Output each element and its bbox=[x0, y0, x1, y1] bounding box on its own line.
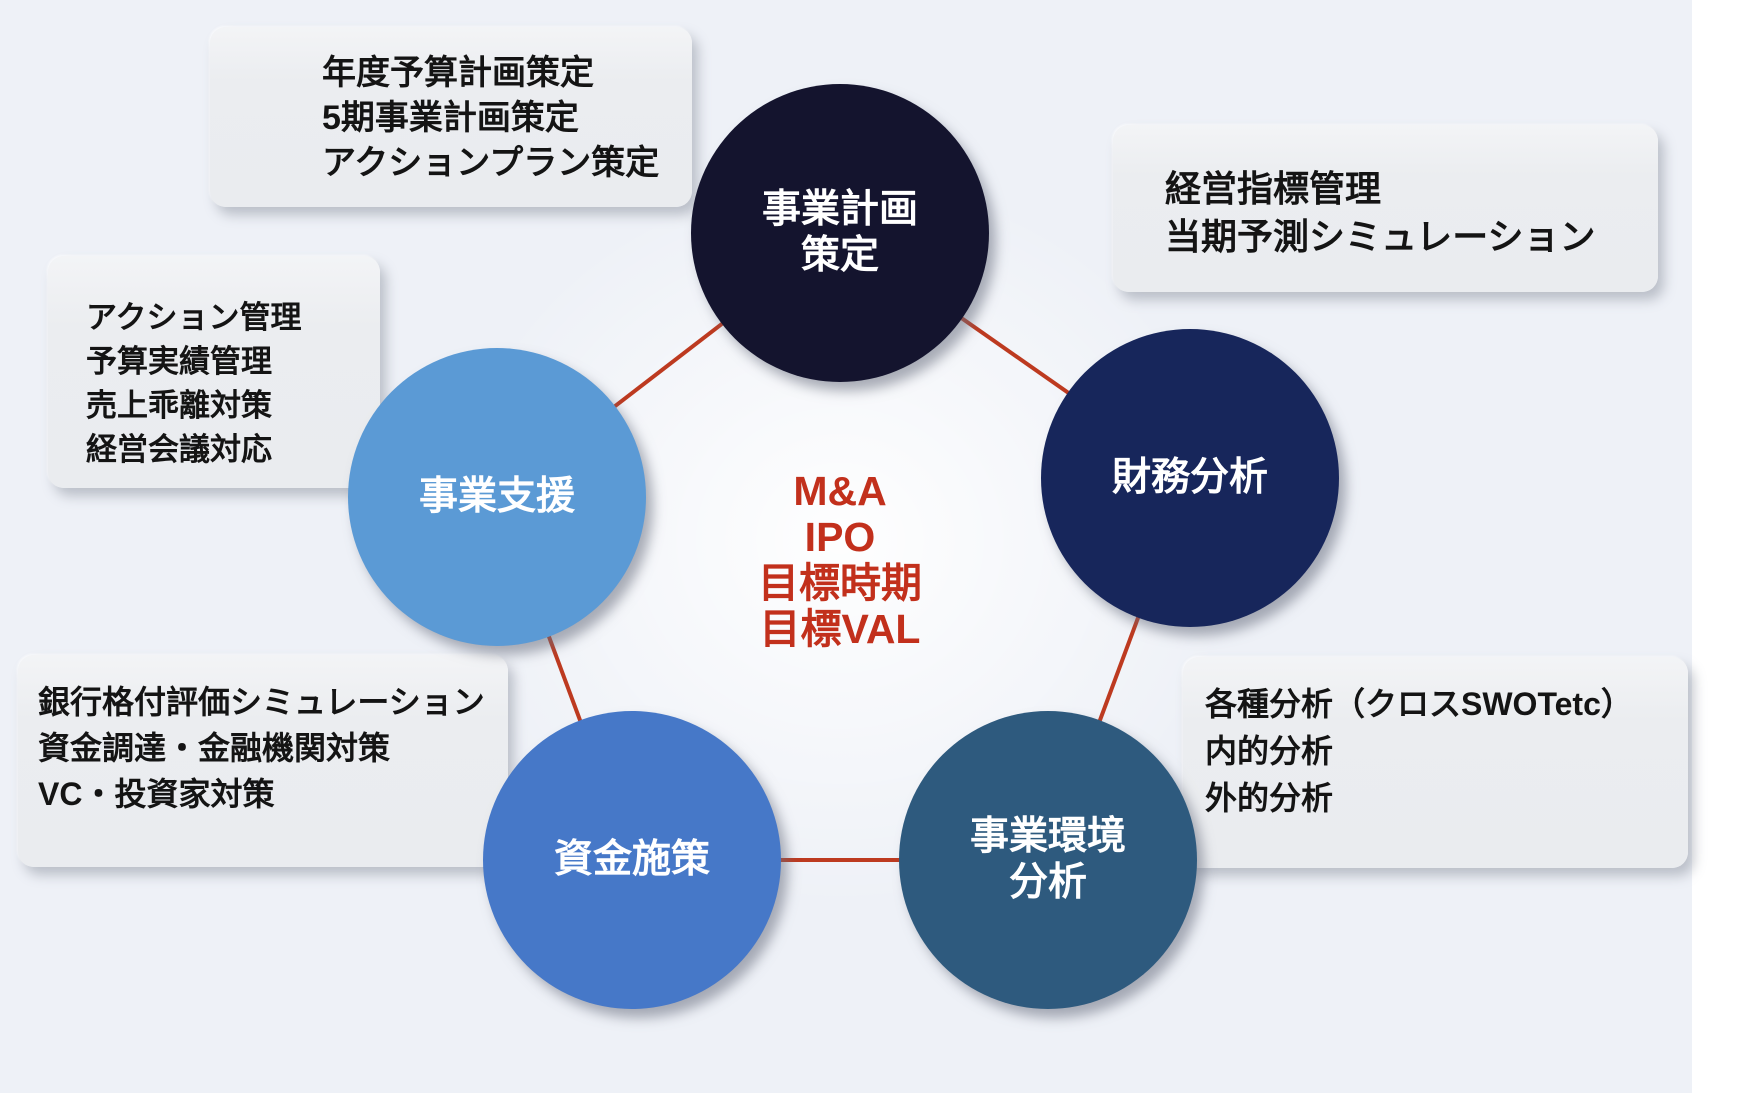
callout-line: 当期予測シミュレーション bbox=[1165, 216, 1596, 257]
callout-line: 各種分析（クロスSWOTetc） bbox=[1205, 686, 1633, 722]
callout-line: 経営指標管理 bbox=[1165, 168, 1382, 209]
callout-line: VC・投資家対策 bbox=[38, 776, 275, 812]
node-label-line: 分析 bbox=[1008, 861, 1087, 904]
callout-business-environment-analysis: 各種分析（クロスSWOTetc） 内的分析 外的分析 bbox=[1183, 657, 1688, 868]
callout-financial-analysis: 経営指標管理 当期予測シミュレーション bbox=[1113, 125, 1658, 292]
node-label: 財務分析 bbox=[1112, 455, 1268, 501]
callout-line: アクションプラン策定 bbox=[322, 144, 660, 182]
callout-line: 外的分析 bbox=[1205, 780, 1334, 816]
center-goal-line: 目標VAL bbox=[759, 606, 921, 652]
callout-line: 銀行格付評価シミュレーション bbox=[38, 684, 485, 720]
callout-line: 資金調達・金融機関対策 bbox=[38, 730, 391, 766]
node-business-environment-analysis: 事業環境 分析 bbox=[899, 711, 1197, 1009]
node-business-support: 事業支援 bbox=[348, 348, 646, 646]
callout-line: 経営会議対応 bbox=[86, 432, 272, 467]
node-label-line: 資金施策 bbox=[553, 838, 710, 881]
node-label-line: 策定 bbox=[800, 234, 879, 277]
callout-line: 年度予算計画策定 bbox=[322, 54, 594, 92]
callout-line: 売上乖離対策 bbox=[86, 388, 272, 423]
callout-funding-measures: 銀行格付評価シミュレーション 資金調達・金融機関対策 VC・投資家対策 bbox=[18, 655, 508, 867]
callout-business-planning: 年度予算計画策定 5期事業計画策定 アクションプラン策定 bbox=[210, 27, 692, 207]
canvas-right-margin bbox=[1692, 0, 1756, 1093]
center-goal-line: 目標時期 bbox=[758, 560, 922, 606]
center-goal-line: M&A bbox=[793, 468, 887, 514]
node-label: 事業支援 bbox=[419, 474, 575, 520]
center-goal-line: IPO bbox=[804, 514, 876, 560]
node-label-line: 財務分析 bbox=[1111, 456, 1268, 499]
center-goal-text: M&A IPO 目標時期 目標VAL bbox=[640, 468, 1040, 652]
node-label: 資金施策 bbox=[554, 837, 710, 883]
callout-line: アクション管理 bbox=[86, 300, 302, 335]
node-business-planning: 事業計画 策定 bbox=[691, 84, 989, 382]
node-funding-measures: 資金施策 bbox=[483, 711, 781, 1009]
callout-line: 予算実績管理 bbox=[86, 344, 272, 379]
node-label-line: 事業計画 bbox=[761, 188, 918, 231]
node-label: 事業計画 策定 bbox=[762, 187, 918, 279]
node-label-line: 事業環境 bbox=[969, 815, 1126, 858]
callout-line: 5期事業計画策定 bbox=[322, 99, 579, 137]
callout-line: 内的分析 bbox=[1205, 733, 1334, 769]
callout-business-support: アクション管理 予算実績管理 売上乖離対策 経営会議対応 bbox=[48, 256, 380, 488]
node-financial-analysis: 財務分析 bbox=[1041, 329, 1339, 627]
node-label-line: 事業支援 bbox=[418, 475, 575, 518]
node-label: 事業環境 分析 bbox=[970, 814, 1126, 906]
